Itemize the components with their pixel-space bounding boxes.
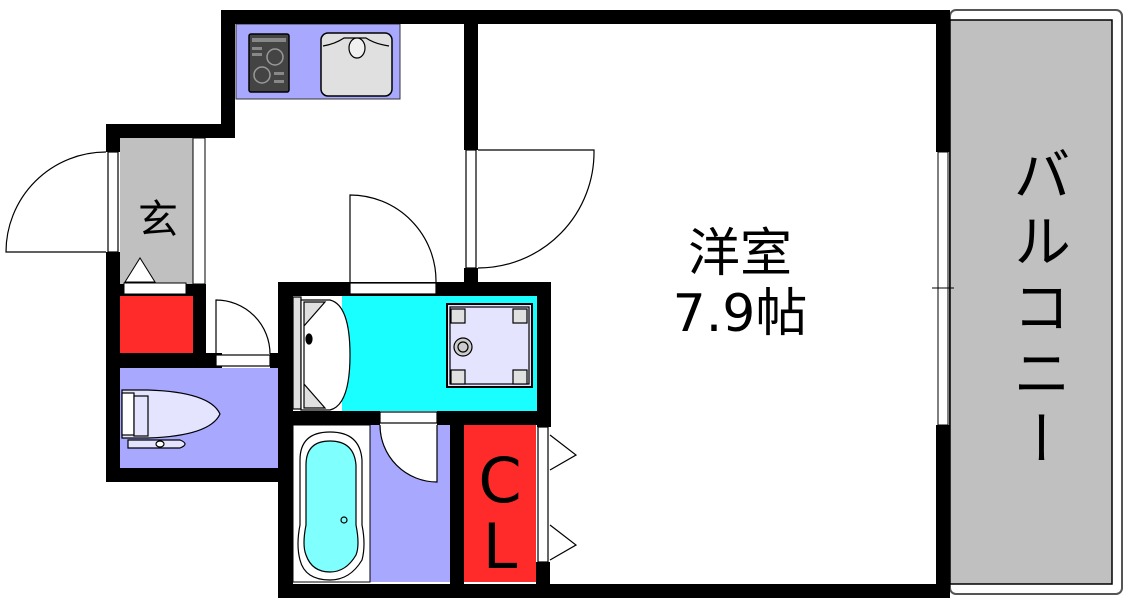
shoe-cabinet — [120, 296, 193, 353]
bathroom-door — [379, 411, 438, 483]
entrance-step — [192, 137, 206, 285]
western-room-label: 洋室 7.9帖 — [620, 228, 860, 340]
kitchen-sink — [320, 32, 393, 97]
entrance-floor — [120, 138, 193, 284]
closet-label-l: L — [482, 510, 518, 583]
entrance-label: 玄 — [138, 197, 178, 243]
western-room-size: 7.9帖 — [672, 284, 808, 344]
bathtub — [297, 431, 365, 581]
gas-stove — [248, 33, 290, 93]
balcony — [949, 9, 1123, 595]
closet-label: C L — [464, 450, 536, 578]
closet-doors — [537, 426, 578, 563]
window — [932, 151, 954, 426]
washbasin — [292, 296, 351, 411]
western-room-name: 洋室 — [687, 224, 792, 284]
walls — [106, 10, 950, 598]
entrance-door — [5, 151, 119, 253]
western-room-door — [465, 149, 595, 269]
balcony-label: バルコニー — [1003, 145, 1071, 475]
closet — [464, 425, 536, 582]
washroom-door — [349, 194, 437, 295]
washing-machine-pan — [446, 303, 533, 388]
toilet-door — [215, 299, 271, 367]
closet-label-c: C — [478, 444, 522, 517]
toilet — [121, 389, 221, 449]
entrance-marker — [123, 257, 187, 295]
